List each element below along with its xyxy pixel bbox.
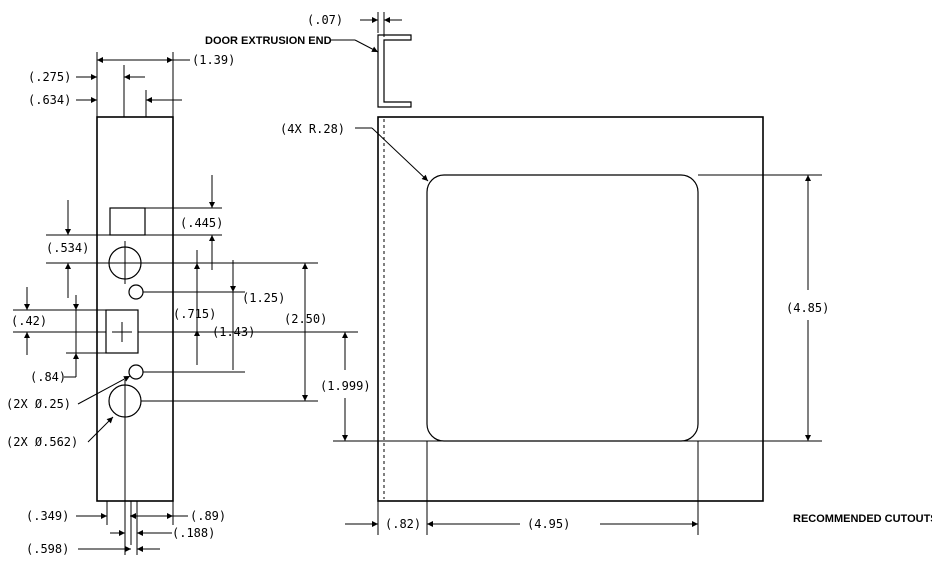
dim-1-25: (1.25)	[242, 291, 285, 305]
dim-0-634: (.634)	[28, 93, 71, 107]
dim-4-85: (4.85)	[786, 301, 829, 315]
dim-0-715: (.715)	[173, 307, 216, 321]
door-panel-outline	[377, 116, 764, 502]
door-extrusion-profile	[377, 34, 412, 108]
dim-0-82: (.82)	[385, 517, 421, 531]
dim-1-999: (1.999)	[320, 379, 371, 393]
dim-0-188: (.188)	[172, 526, 215, 540]
dim-1-39: (1.39)	[192, 53, 235, 67]
recommended-cutouts-label: RECOMMENDED CUTOUTS	[793, 513, 932, 525]
dim-0-598: (.598)	[26, 542, 69, 556]
door-extrusion-end-label: DOOR EXTRUSION END	[205, 35, 332, 47]
dim-0-275: (.275)	[28, 70, 71, 84]
dim-0-84: (.84)	[30, 370, 66, 384]
dim-2x-dia-0-25: (2X Ø.25)	[6, 397, 71, 411]
window-cutout	[426, 174, 699, 442]
dim-2-50: (2.50)	[284, 312, 327, 326]
dim-0-89: (.89)	[190, 509, 226, 523]
door-face-view: (.07) DOOR EXTRUSION END (4X R.28) (4.85…	[205, 12, 932, 535]
dim-0-42: (.42)	[11, 314, 47, 328]
dim-0-349: (.349)	[26, 509, 69, 523]
dim-0-07: (.07)	[307, 13, 343, 27]
dim-2x-dia-0-562: (2X Ø.562)	[6, 435, 78, 449]
dim-0-534: (.534)	[46, 241, 89, 255]
door-edge-outline	[96, 116, 174, 502]
dim-0-445: (.445)	[180, 216, 223, 230]
dim-1-43: (1.43)	[212, 325, 255, 339]
top-rect-cutout	[109, 207, 146, 236]
small-hole-lower	[128, 364, 144, 380]
dim-4-95: (4.95)	[527, 517, 570, 531]
door-edge-view: (1.39) (.275) (.634) (.445) (.534)	[6, 52, 327, 556]
small-hole-upper	[128, 284, 144, 300]
dim-4x-r-0-28: (4X R.28)	[280, 122, 345, 136]
